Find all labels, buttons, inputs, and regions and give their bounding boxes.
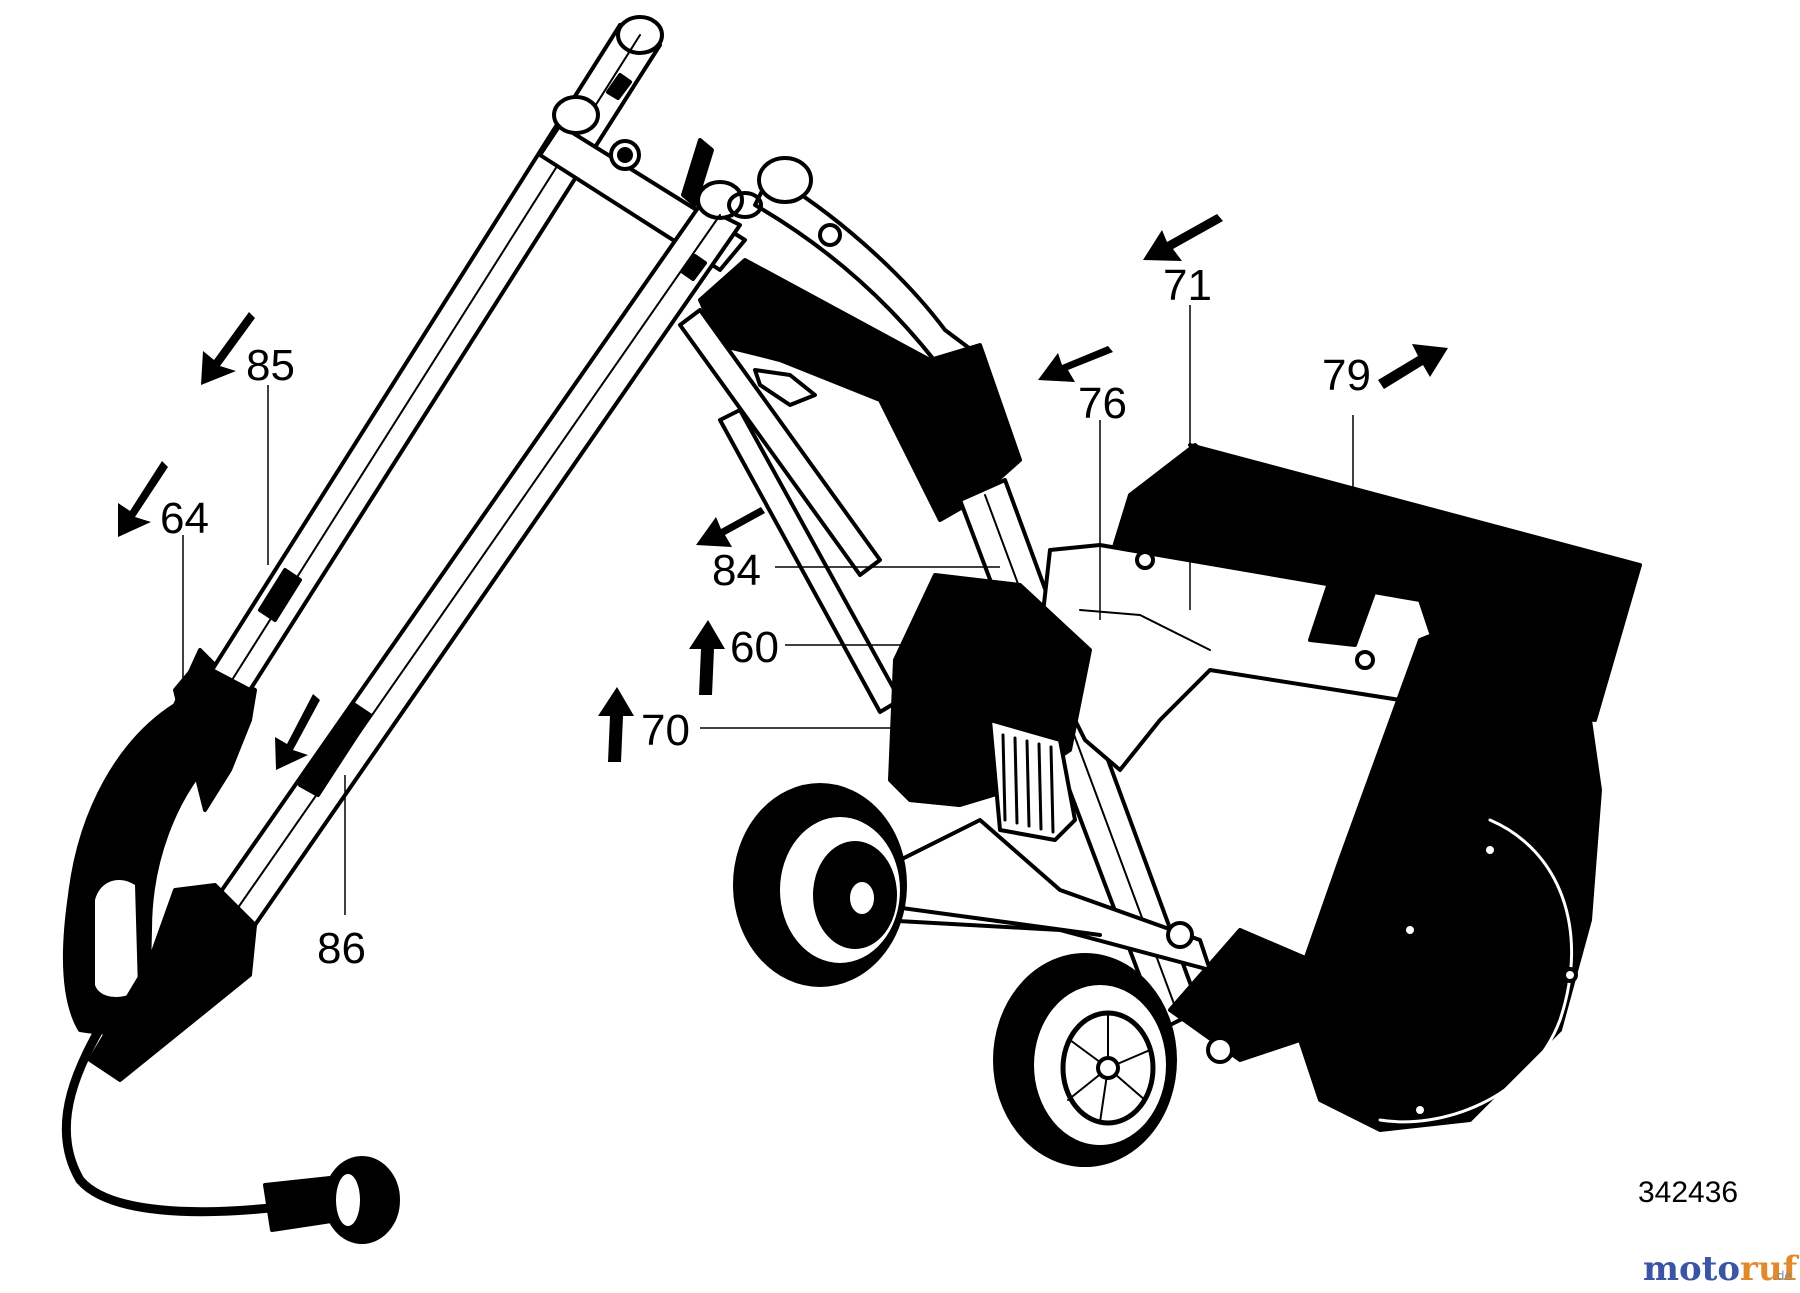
- part-label-64: 64: [160, 494, 209, 543]
- drawing-number: 342436: [1638, 1176, 1738, 1209]
- part-label-71: 71: [1163, 261, 1212, 310]
- arrow-70-icon: [598, 687, 634, 762]
- arrow-86-icon: [275, 694, 320, 770]
- handle-grip: [62, 648, 257, 1035]
- part-number-labels: 85 64 86 71 76 79 84 60 70: [160, 261, 1371, 973]
- watermark-brand-a: moto: [1643, 1249, 1740, 1289]
- leader-lines: [182, 305, 1354, 915]
- arrow-64-icon: [118, 461, 168, 537]
- watermark-logo: motoruf .de: [1643, 1249, 1800, 1289]
- direction-arrows: [118, 214, 1448, 770]
- side-cover: [888, 573, 1092, 842]
- part-label-86: 86: [317, 924, 366, 973]
- chassis-axle: [858, 818, 1234, 1064]
- arrow-85-icon: [201, 312, 255, 385]
- part-label-85: 85: [246, 341, 295, 390]
- arrow-84-icon: [696, 507, 765, 547]
- snow-thrower-illustration: [61, 15, 1642, 1244]
- part-label-84: 84: [712, 546, 761, 595]
- watermark-suffix: .de: [1773, 1269, 1792, 1283]
- part-label-79: 79: [1322, 351, 1371, 400]
- watermark-brand-b: ruf: [1740, 1249, 1800, 1289]
- svg-text:motoruf: motoruf: [1643, 1249, 1800, 1289]
- arrow-79-icon: [1378, 344, 1448, 389]
- arrow-60-icon: [689, 620, 725, 695]
- upper-handle-tube-left: [210, 15, 664, 692]
- part-label-60: 60: [730, 623, 779, 672]
- lower-handle-tube-left: [88, 180, 744, 1082]
- part-label-76: 76: [1078, 379, 1127, 428]
- switch-housing: [698, 258, 1022, 522]
- power-cable-plug: [61, 1005, 400, 1244]
- part-label-70: 70: [641, 706, 690, 755]
- wheel-left: [733, 783, 907, 987]
- arrow-71-icon: [1143, 214, 1223, 261]
- arrow-76-icon: [1038, 346, 1113, 382]
- wheel-right: [993, 953, 1177, 1167]
- impeller-housing: [1168, 598, 1602, 1132]
